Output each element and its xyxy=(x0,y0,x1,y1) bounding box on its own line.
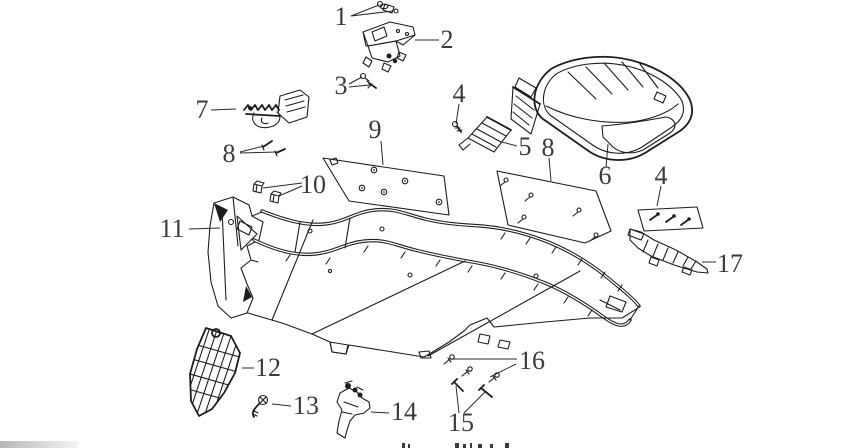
callout-7: 7 xyxy=(195,95,209,124)
callout-8b: 8 xyxy=(541,133,555,162)
cropped-artifact-left xyxy=(0,441,78,448)
callout-14: 14 xyxy=(391,397,417,426)
part-panel-9 xyxy=(322,157,450,216)
part-pad-5 xyxy=(458,116,512,153)
callout-11: 11 xyxy=(159,214,185,243)
part-bracket-2 xyxy=(362,21,416,73)
callout-5: 5 xyxy=(518,132,532,161)
part-grid-plate-12 xyxy=(189,327,241,417)
part-bracket-14 xyxy=(336,380,371,439)
part-screws-8a xyxy=(261,140,286,157)
part-floor-panel xyxy=(247,207,641,359)
panel-8b-screws xyxy=(499,177,599,242)
callout-16: 16 xyxy=(519,346,545,375)
callout-6: 6 xyxy=(598,161,612,190)
leader-lines xyxy=(188,4,716,414)
part-bucket-6 xyxy=(510,55,693,161)
seal-ticks xyxy=(285,232,623,317)
callout-9: 9 xyxy=(368,115,382,144)
callout-10: 10 xyxy=(300,170,326,199)
callout-17: 17 xyxy=(717,249,743,278)
part-screws-16 xyxy=(443,354,500,383)
callout-12: 12 xyxy=(255,353,281,382)
part-latch-7 xyxy=(243,89,310,129)
part-pins-15 xyxy=(451,378,493,398)
callout-15: 15 xyxy=(448,408,474,437)
callout-2: 2 xyxy=(440,25,454,54)
callout-1: 1 xyxy=(334,2,348,31)
part-panel-8b xyxy=(496,170,612,244)
part-end-bracket-11 xyxy=(207,196,264,319)
part-screws-3 xyxy=(359,72,377,89)
callout-4b: 4 xyxy=(654,161,668,190)
part-step-rail-17 xyxy=(627,228,709,276)
cropped-text-fragments xyxy=(402,443,509,448)
callout-13: 13 xyxy=(293,391,319,420)
callout-4a: 4 xyxy=(452,79,466,108)
part-plate-4b xyxy=(637,206,704,232)
part-bolt-1 xyxy=(376,0,399,14)
panel-9-holes xyxy=(358,166,443,206)
callout-3: 3 xyxy=(334,71,348,100)
part-screw-4a xyxy=(451,120,463,133)
part-clips-10 xyxy=(252,180,282,204)
callout-8a: 8 xyxy=(222,139,236,168)
plate-screws xyxy=(649,212,691,226)
part-hook-bolt-13 xyxy=(251,394,269,418)
